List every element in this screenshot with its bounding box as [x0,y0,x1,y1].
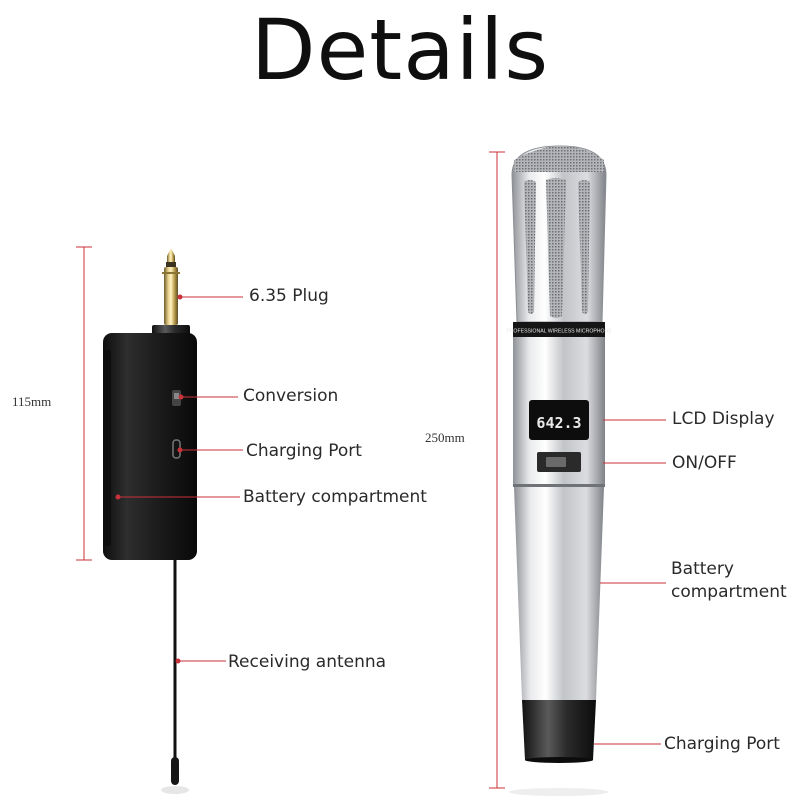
receiver-dimension-label: 115mm [12,394,52,409]
antenna [161,560,189,794]
microphone-device: PROFESSIONAL WIRELESS MICROPHONE 642.3 [506,145,612,796]
power-label: ON/OFF [672,453,737,473]
band-text: PROFESSIONAL WIRELESS MICROPHONE [506,329,612,335]
plug-connector [152,248,190,335]
lcd-display [529,400,589,440]
callout-dot [178,394,184,400]
lcd-readout: 642.3 [536,414,581,432]
callout-dot [115,494,121,500]
callout-dot [177,447,183,453]
mic-battery-label-line1: Battery [671,559,734,579]
receiver-charging-port-label: Charging Port [246,441,362,461]
antenna-label: Receiving antenna [228,652,387,672]
lcd-label: LCD Display [672,409,775,429]
callout-dot [175,658,181,664]
mic-base [522,700,596,760]
callout-dot [177,294,183,300]
mic-band [513,322,605,337]
plug-label: 6.35 Plug [249,286,329,306]
conversion-label: Conversion [243,386,339,406]
receiver-battery-label: Battery compartment [243,487,427,507]
receiver-body [103,333,197,560]
mic-battery-label-line2: compartment [671,582,787,602]
mic-lower-body [514,487,604,700]
mic-charging-port-label: Charging Port [664,734,780,754]
mic-dimension-label: 250mm [425,430,465,445]
mic-dimension-line [489,151,505,789]
receiver-callout-lines [118,296,243,662]
receiver-dimension-line [76,246,92,561]
page-title: Details [250,1,550,99]
receiver-device [103,248,197,794]
mic-callout-lines [594,419,666,745]
